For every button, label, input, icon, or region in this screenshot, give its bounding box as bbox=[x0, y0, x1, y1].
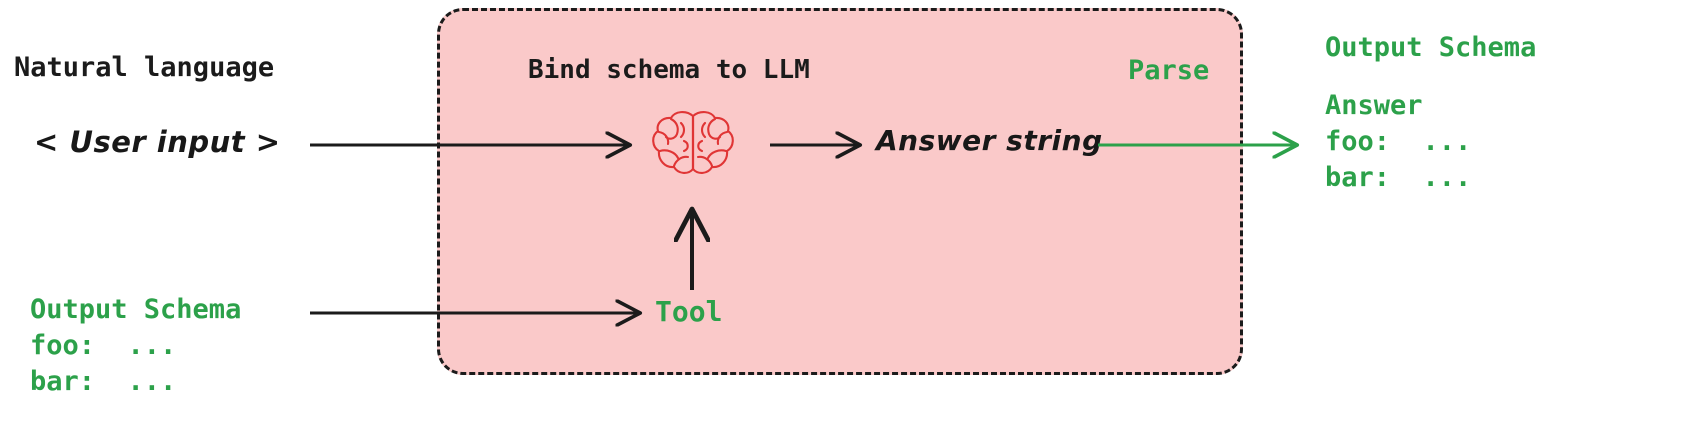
answer-string-label: Answer string bbox=[876, 124, 1103, 157]
tool-label: Tool bbox=[655, 295, 723, 328]
input-output-schema-block: Output Schema foo: ... bar: ... bbox=[30, 294, 242, 397]
user-input-label: < User input > bbox=[34, 125, 281, 159]
bind-schema-to-llm-label: Bind schema to LLM bbox=[528, 55, 810, 85]
output-schema-title: Output Schema bbox=[1325, 32, 1537, 63]
output-schema-body: Answer foo: ... bar: ... bbox=[1325, 90, 1472, 193]
parse-label: Parse bbox=[1128, 55, 1210, 86]
natural-language-label: Natural language bbox=[14, 52, 275, 83]
brain-icon bbox=[648, 108, 738, 178]
